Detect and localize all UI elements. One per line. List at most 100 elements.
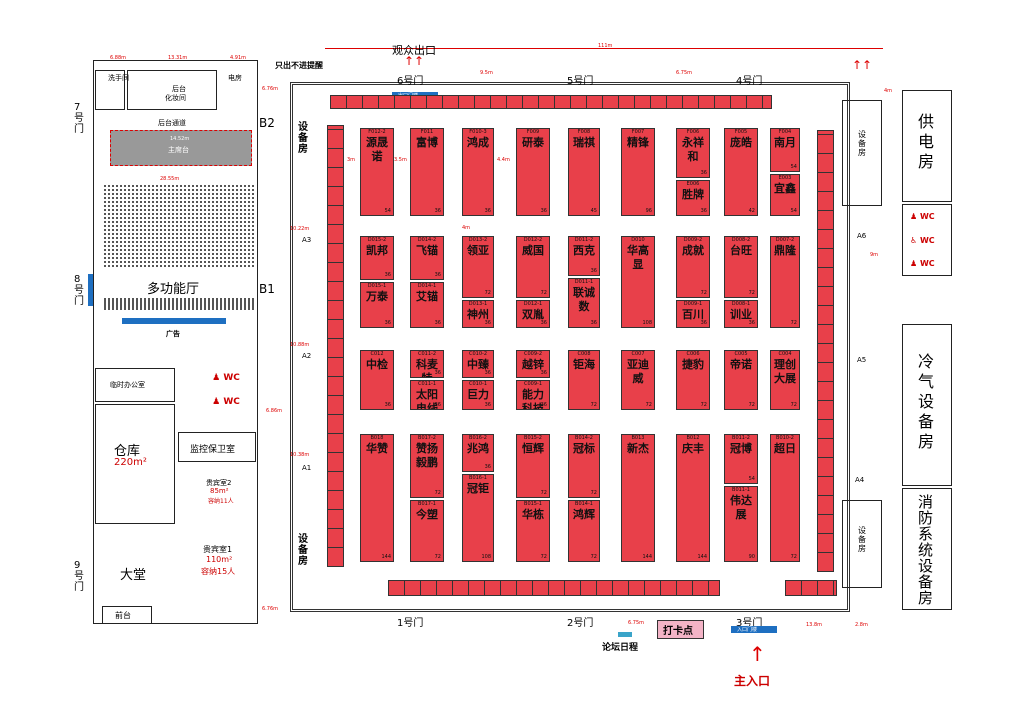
booth-number: B010-2 xyxy=(776,435,794,441)
gate-2[interactable]: 2号门 xyxy=(567,618,594,629)
dim-h4-top: 6.76m xyxy=(262,86,279,92)
audience-seating xyxy=(104,185,254,267)
equip-room-right-bottom-label: 设备房 xyxy=(858,526,866,553)
gate-5[interactable]: 5号门 xyxy=(567,76,594,87)
checkin-point[interactable] xyxy=(657,620,704,639)
booth-name: 万泰 xyxy=(366,290,388,303)
gate-4[interactable]: 4号门 xyxy=(736,76,763,87)
lobby-label: 大堂 xyxy=(120,568,147,583)
booth-name: 训业 xyxy=(730,308,752,321)
booth-number: D009-1 xyxy=(683,301,703,307)
dim-6-75-top: 6.75m xyxy=(676,70,693,76)
marker-a3: A3 xyxy=(302,236,312,244)
booth-size: 72 xyxy=(540,554,547,560)
gate-7[interactable]: 7号门 xyxy=(74,102,84,135)
booth-number: B015-1 xyxy=(524,501,542,507)
dim-left-686: 6.86m xyxy=(266,408,283,414)
wc-block xyxy=(902,204,952,276)
booth-name: 冠博 xyxy=(730,442,752,455)
gate-1[interactable]: 1号门 xyxy=(397,618,424,629)
booth-number: C007 xyxy=(631,351,645,357)
booth-size: 36 xyxy=(434,320,441,326)
booth-size: 72 xyxy=(434,554,441,560)
booth-size: 36 xyxy=(484,320,491,326)
vip2-capacity-label: 容纳11人 xyxy=(208,498,234,505)
warehouse-label: 仓库 xyxy=(114,444,141,459)
booth-number: C005 xyxy=(734,351,748,357)
gate-3[interactable]: 3号门 xyxy=(736,618,763,629)
booth-size: 72 xyxy=(700,402,707,408)
gate-8[interactable]: 8号门 xyxy=(74,274,84,307)
booth-c011-2[interactable]: C011-2科麦特36 xyxy=(410,350,444,378)
booth-name: 富博 xyxy=(416,136,438,149)
booth-size: 72 xyxy=(540,290,547,296)
booth-size: 36 xyxy=(484,402,491,408)
booth-name: 赞扬毅鹏 xyxy=(416,442,438,469)
booth-number: D011-2 xyxy=(574,237,594,243)
gate-6[interactable]: 6号门 xyxy=(397,76,424,87)
forum-board xyxy=(618,632,632,637)
booth-name: 今塑 xyxy=(416,508,438,521)
booth-name: 新杰 xyxy=(627,442,649,455)
left-dim-c: 4.91m xyxy=(230,55,247,61)
aisle-4m: 4m xyxy=(462,225,471,231)
gate-9[interactable]: 9号门 xyxy=(74,560,84,593)
right-booth-strip xyxy=(817,130,834,572)
booth-number: C008 xyxy=(577,351,591,357)
vip1-area-label: 110m² xyxy=(206,555,233,564)
booth-number: C010-1 xyxy=(468,381,488,387)
